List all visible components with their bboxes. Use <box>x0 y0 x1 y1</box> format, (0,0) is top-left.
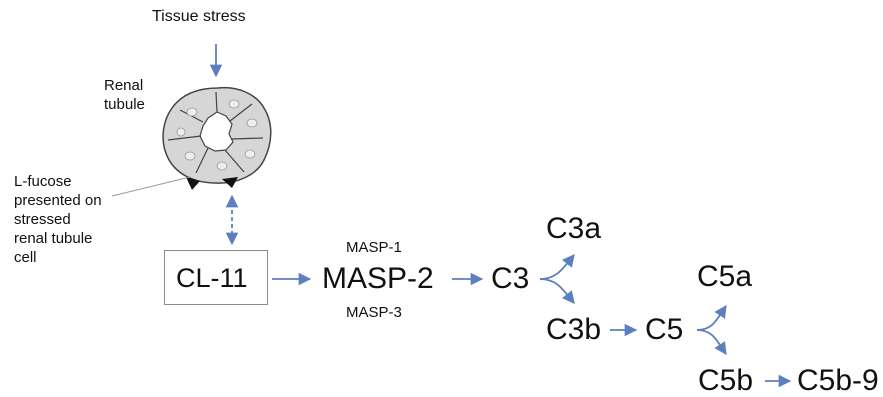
node-c5: C5 <box>645 313 684 346</box>
node-masp2: MASP-2 <box>322 262 434 295</box>
node-cl11: CL-11 <box>176 263 248 293</box>
node-c5b9: C5b-9 <box>797 364 879 397</box>
c5-to-c5b-arrow <box>696 329 727 356</box>
c3-to-c3a-arrow <box>539 254 575 280</box>
node-c3: C3 <box>491 262 530 295</box>
renal-tubule-cell <box>162 86 272 190</box>
node-c3a: C3a <box>546 212 602 245</box>
node-masp1: MASP-1 <box>346 239 402 256</box>
tissue-stress-label: Tissue stress <box>152 8 246 25</box>
c5-to-c5a-arrow <box>696 304 727 331</box>
renal-tubule-label: Renal tubule <box>104 77 145 113</box>
ligand-pointer-line <box>111 176 191 197</box>
cl11-box <box>164 250 268 305</box>
node-c3b: C3b <box>546 313 602 346</box>
l-fucose-note: L-fucose presented on stressed renal tub… <box>14 173 102 266</box>
node-c5b: C5b <box>698 364 754 397</box>
c3-to-c3b-arrow <box>539 278 575 304</box>
node-c5a: C5a <box>697 260 753 293</box>
node-masp3: MASP-3 <box>346 304 402 321</box>
